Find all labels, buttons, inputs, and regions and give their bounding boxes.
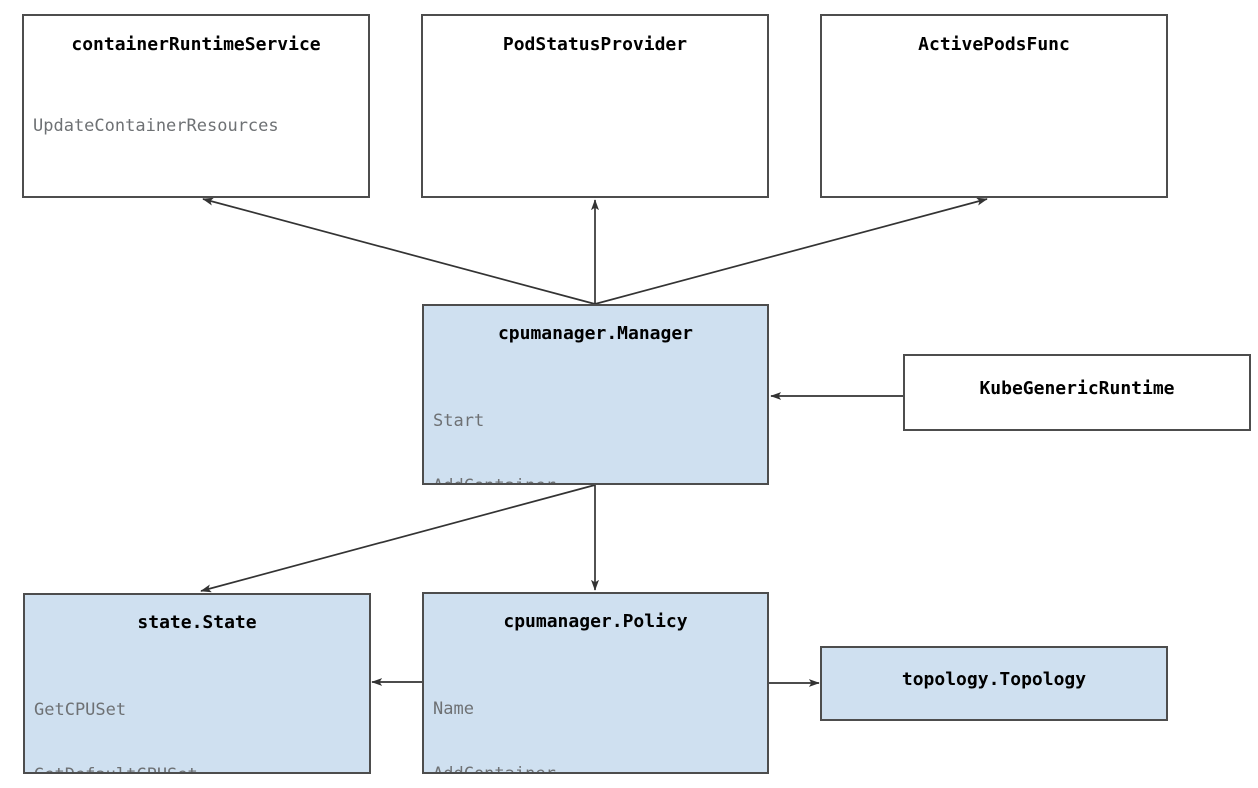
node-activepodsfunc[interactable]: ActivePodsFunc — [820, 14, 1168, 198]
member-line: UpdateContainerResources — [33, 116, 279, 136]
member-line: AddContainer — [433, 763, 556, 774]
edge-manager-to-state — [200, 484, 596, 593]
node-members: GetCPUSet GetDefaultCPUSet SetCPUSet Set… — [34, 657, 369, 773]
node-title: ActivePodsFunc — [918, 34, 1070, 55]
node-title: cpumanager.Policy — [503, 611, 688, 632]
node-title: KubeGenericRuntime — [979, 378, 1175, 399]
node-cpumanager-manager[interactable]: cpumanager.Manager Start AddContainer Re… — [422, 304, 769, 485]
member-line: AddContainer — [433, 476, 767, 484]
node-members: UpdateContainerResources — [33, 73, 368, 181]
node-cpumanager-policy[interactable]: cpumanager.Policy Name AddContainer Remo… — [422, 592, 769, 774]
node-title: containerRuntimeService — [71, 34, 321, 55]
member-line: GetCPUSet — [34, 700, 127, 720]
node-podstatusprovider[interactable]: PodStatusProvider — [421, 14, 769, 198]
node-members: Name AddContainer RemoveContainer — [433, 656, 767, 774]
node-title: state.State — [137, 612, 257, 633]
node-kubegenericruntime[interactable]: KubeGenericRuntime — [903, 354, 1251, 431]
node-members: Start AddContainer RemoveContainer State — [433, 368, 767, 484]
node-topology-topology[interactable]: topology.Topology — [820, 646, 1168, 721]
node-title: cpumanager.Manager — [497, 323, 694, 344]
edge-manager-to-containerruntimeservice — [202, 197, 596, 305]
member-line: Start — [433, 411, 485, 431]
node-title: PodStatusProvider — [502, 34, 688, 55]
edge-manager-to-activepodsfunc — [594, 197, 988, 305]
member-line: Name — [433, 699, 474, 719]
member-line: GetDefaultCPUSet — [34, 765, 369, 773]
node-containerruntimeservice[interactable]: containerRuntimeService UpdateContainerR… — [22, 14, 370, 198]
node-title: topology.Topology — [901, 669, 1087, 690]
node-state-state[interactable]: state.State GetCPUSet GetDefaultCPUSet S… — [23, 593, 371, 774]
